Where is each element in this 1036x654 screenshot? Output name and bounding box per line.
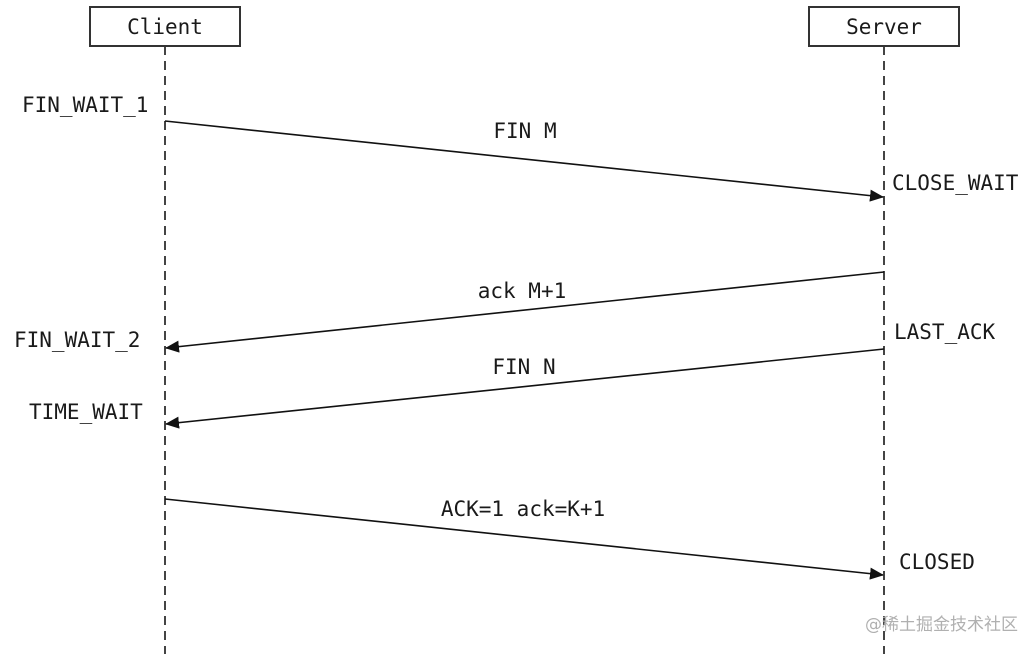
state-fin-wait-2: FIN_WAIT_2: [14, 328, 140, 352]
watermark-text: @稀土掘金技术社区: [865, 615, 1018, 635]
label-fin-m: FIN M: [493, 119, 556, 143]
arrow-ack-m1: [165, 271, 885, 353]
state-time-wait: TIME_WAIT: [29, 400, 143, 424]
arrow-ack-k1: [164, 498, 884, 580]
state-closed: CLOSED: [899, 550, 975, 574]
state-last-ack: LAST_ACK: [894, 320, 996, 344]
label-fin-n: FIN N: [492, 355, 555, 379]
client-label: Client: [127, 15, 203, 39]
client-participant: Client: [89, 6, 241, 47]
arrow-fin-n: [165, 348, 885, 429]
server-label: Server: [846, 15, 922, 39]
arrow-fin-m: [164, 120, 884, 202]
state-fin-wait-1: FIN_WAIT_1: [22, 93, 148, 117]
label-ack-k1: ACK=1 ack=K+1: [441, 497, 605, 521]
label-ack-m1: ack M+1: [478, 279, 567, 303]
state-close-wait: CLOSE_WAIT: [892, 171, 1019, 195]
server-participant: Server: [808, 6, 960, 47]
